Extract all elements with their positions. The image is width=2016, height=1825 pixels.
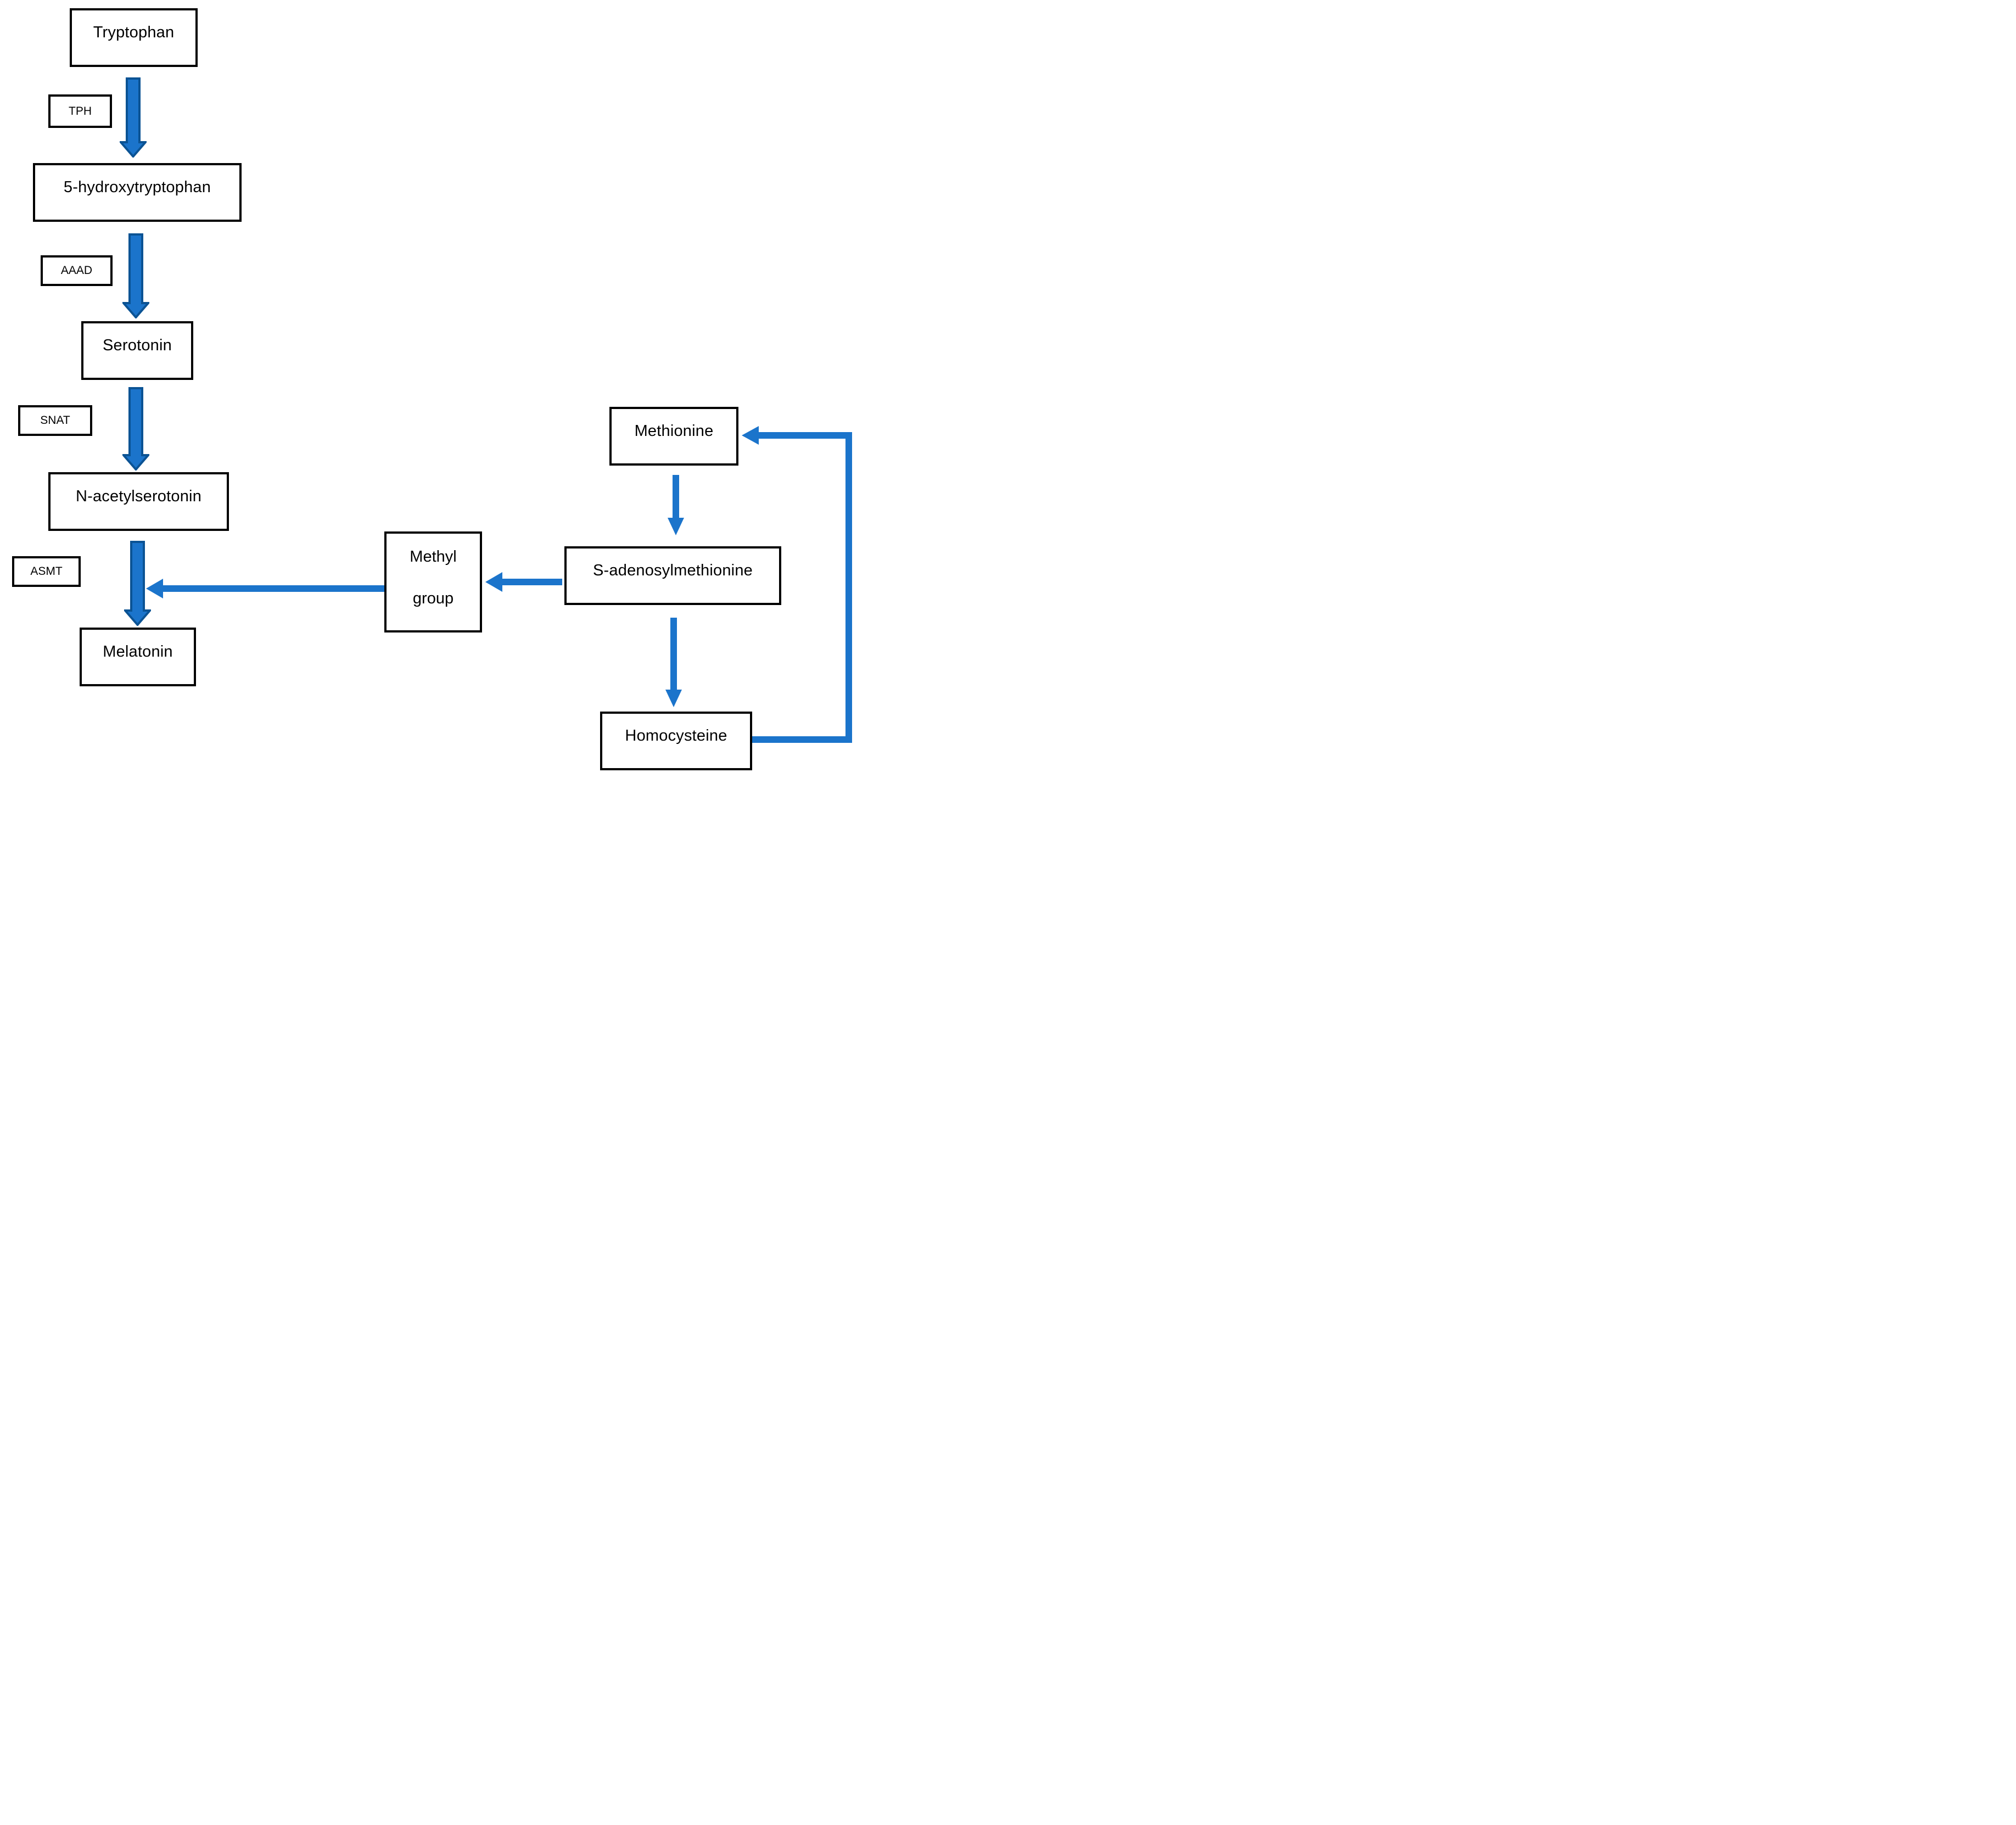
node-tryptophan-label: Tryptophan [93,24,175,41]
node-5-hydroxytryptophan: 5-hydroxytryptophan [33,163,242,222]
arrow-nacetylserotonin-to-melatonin [124,541,151,626]
node-n-acetylserotonin: N-acetylserotonin [48,472,229,531]
node-methionine-label: Methionine [634,422,714,440]
enzyme-aaad: AAAD [41,255,113,286]
node-methionine: Methionine [609,407,738,466]
arrow-tryptophan-to-5htp [120,77,147,158]
node-5-hydroxytryptophan-label: 5-hydroxytryptophan [63,178,211,196]
enzyme-aaad-label: AAAD [60,264,93,277]
arrow-methionine-to-sam [668,475,684,535]
node-homocysteine: Homocysteine [600,712,752,770]
node-homocysteine-label: Homocysteine [625,727,727,744]
node-methyl-group: Methyl group [384,531,482,632]
pathway-diagram: Tryptophan TPH 5-hydroxytryptophan AAAD … [0,0,861,779]
node-methyl-group-line2: group [412,590,454,607]
enzyme-snat: SNAT [18,405,92,436]
node-methyl-group-line1: Methyl [410,548,457,566]
enzyme-asmt-label: ASMT [30,565,63,578]
arrow-sam-to-methyl-group [485,572,562,592]
enzyme-snat-label: SNAT [40,414,70,427]
node-serotonin: Serotonin [81,321,193,380]
node-tryptophan: Tryptophan [70,8,198,67]
node-s-adenosylmethionine-label: S-adenosylmethionine [593,562,753,579]
arrow-methyl-group-to-asmt-step [146,579,384,598]
arrow-serotonin-to-nacetylserotonin [122,387,149,471]
enzyme-tph-label: TPH [69,104,92,117]
node-n-acetylserotonin-label: N-acetylserotonin [75,488,202,505]
arrow-sam-to-homocysteine [665,618,682,707]
arrow-homocysteine-to-methionine-loop [736,426,854,747]
node-melatonin-label: Melatonin [103,643,173,660]
node-s-adenosylmethionine: S-adenosylmethionine [564,546,781,605]
enzyme-tph: TPH [48,94,112,128]
arrow-5htp-to-serotonin [122,233,149,318]
node-serotonin-label: Serotonin [103,337,172,354]
node-melatonin: Melatonin [80,628,196,686]
enzyme-asmt: ASMT [12,556,81,587]
